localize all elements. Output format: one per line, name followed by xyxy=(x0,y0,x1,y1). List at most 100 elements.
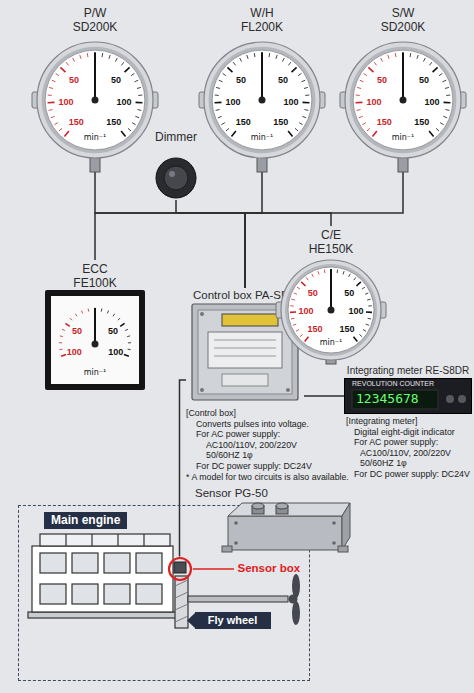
scale-tick xyxy=(61,355,66,357)
pointer-needle xyxy=(94,309,96,344)
scale-tick xyxy=(298,73,301,75)
flywheel xyxy=(175,576,188,628)
scale-number: 100 xyxy=(299,306,314,316)
scale-tick xyxy=(73,58,75,62)
scale-number: 50 xyxy=(419,75,429,85)
plate-line xyxy=(214,356,276,357)
callout-label: Sensor box xyxy=(238,562,301,575)
gauge-ring xyxy=(209,47,316,154)
scale-tick xyxy=(343,271,344,274)
integrating-meter: Integrating meter RE-S8DR REVOLUTION COUN… xyxy=(344,364,472,414)
scale-tick xyxy=(439,73,442,75)
scale-tick xyxy=(381,58,383,62)
scale-tick xyxy=(124,355,129,357)
scale-tick xyxy=(121,131,125,136)
scale-tick xyxy=(291,318,294,320)
sensor-front xyxy=(228,516,342,550)
scale-tick xyxy=(303,102,310,104)
scale-tick xyxy=(417,55,418,59)
scale-tick xyxy=(65,323,69,326)
unit-label: min⁻¹ xyxy=(84,368,107,378)
scale-tick xyxy=(356,102,363,104)
flywheel-tag: Fly wheel xyxy=(195,612,271,629)
sensor-head xyxy=(174,562,186,573)
engine-panel xyxy=(104,584,130,604)
unit-label: min⁻¹ xyxy=(392,133,415,143)
scale-tick xyxy=(215,95,219,96)
meter-heading: Integrating meter RE-S8DR xyxy=(344,364,472,377)
plate-line xyxy=(214,348,276,349)
region-tag: Main engine xyxy=(44,512,127,529)
note-text: 50/60HZ 1φ xyxy=(206,450,253,460)
scale-tick xyxy=(135,116,139,118)
scale-tick xyxy=(410,53,412,57)
scale-tick xyxy=(365,293,368,294)
screw xyxy=(332,521,336,525)
scale-tick xyxy=(354,277,356,280)
counter-caption: REVOLUTION COUNTER xyxy=(352,380,434,388)
scale-tick xyxy=(48,102,55,104)
gauge-meter: C/E HE150K5010015050100150min⁻¹ xyxy=(272,226,390,364)
scale-tick xyxy=(363,330,366,332)
gauge-ring xyxy=(285,264,377,356)
scale-tick xyxy=(359,116,363,118)
screw xyxy=(200,312,204,316)
scale-tick xyxy=(81,311,82,314)
scale-tick xyxy=(292,67,297,72)
scale-number: 150 xyxy=(106,117,121,127)
scale-number: 150 xyxy=(273,117,288,127)
dimmer-knob: Dimmer xyxy=(148,130,204,200)
engine-panel xyxy=(136,553,162,573)
scale-tick xyxy=(445,87,449,88)
unit-label: min⁻¹ xyxy=(84,133,107,143)
scale-tick xyxy=(429,62,431,65)
scale-tick xyxy=(290,311,296,313)
scale-tick xyxy=(132,123,135,125)
scale-tick xyxy=(436,128,439,131)
sensor-side xyxy=(342,503,350,550)
scale-tick xyxy=(368,305,371,306)
scale-tick xyxy=(324,270,326,273)
meter-heading: P/W SD200K xyxy=(73,6,118,34)
scale-tick xyxy=(60,335,63,337)
gauge-bezel xyxy=(204,42,320,158)
scale-tick xyxy=(128,342,131,343)
scale-number: 150 xyxy=(414,117,429,127)
scale-tick xyxy=(443,116,447,118)
scale-number: 150 xyxy=(307,324,322,334)
gauge-meter: P/W SD200K5010015050100150min⁻¹ xyxy=(30,4,160,172)
scale-tick xyxy=(127,335,130,337)
scale-tick xyxy=(305,337,309,342)
scale-tick xyxy=(125,329,128,330)
hatch-line xyxy=(175,616,188,622)
gauge-face xyxy=(288,267,374,353)
scale-number: 100 xyxy=(367,97,382,107)
highlight-circle xyxy=(169,558,191,580)
knob-cap xyxy=(164,166,188,190)
meter-frame xyxy=(45,290,145,390)
scale-tick xyxy=(356,282,360,286)
note-text: [Integrating meter] xyxy=(346,416,417,426)
scale-tick xyxy=(367,128,370,131)
note-text: Converts pulses into voltage. xyxy=(196,419,309,429)
knob-highlight xyxy=(169,171,175,177)
scale-tick xyxy=(288,62,290,65)
scale-tick xyxy=(440,123,443,125)
scale-tick xyxy=(302,116,306,118)
scale-number: 50 xyxy=(111,75,121,85)
plate-line xyxy=(214,340,276,341)
scale-tick xyxy=(374,62,376,65)
scale-number: 100 xyxy=(348,306,363,316)
scale-number: 50 xyxy=(278,75,288,85)
pointer-needle xyxy=(402,54,404,100)
scale-tick xyxy=(131,73,134,75)
scale-tick xyxy=(445,109,449,111)
scale-tick xyxy=(231,131,235,136)
needle-hub xyxy=(400,97,407,104)
signal-wire xyxy=(95,213,245,288)
scale-tick xyxy=(118,318,120,320)
scale-tick xyxy=(128,128,131,131)
gauge-bezel xyxy=(345,42,461,158)
scale-number: 100 xyxy=(116,97,131,107)
